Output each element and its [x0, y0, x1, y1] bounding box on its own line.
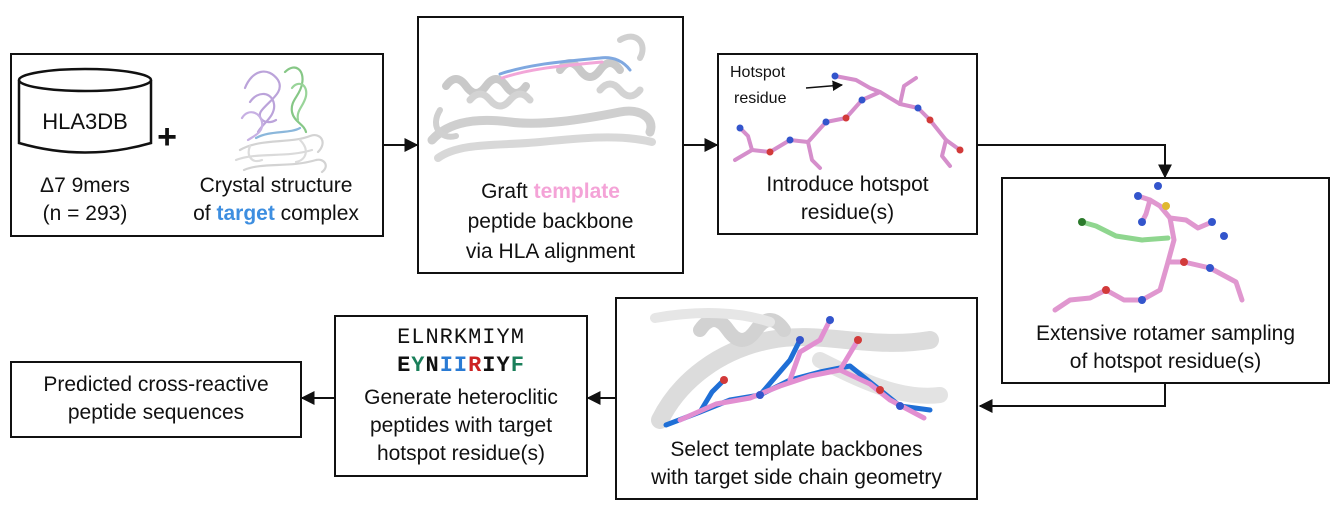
- output-line1: Predicted cross-reactive: [43, 373, 269, 396]
- crystal-caption-line2: of target complex: [176, 200, 376, 228]
- output-box: [10, 361, 302, 438]
- db-caption-line2: (n = 293): [42, 202, 128, 225]
- sequence-letter: I: [453, 353, 469, 378]
- arrow-box4-box5: [978, 384, 1166, 413]
- sequence-letter: F: [510, 353, 525, 378]
- sequence-letter: N: [425, 353, 440, 378]
- target-word: target: [216, 202, 275, 225]
- plus-sign: +: [157, 118, 177, 156]
- sequence-letter: I: [482, 353, 497, 378]
- generate-line2: peptides with target: [369, 414, 553, 437]
- hotspot-annotation-line1: Hotspot: [730, 64, 786, 81]
- sequence-letter: Y: [496, 353, 511, 378]
- crystal-caption-line1: Crystal structure: [199, 174, 353, 197]
- sequence-heteroclitic: EYNIIRIYF: [334, 352, 588, 380]
- generate-line1: Generate heteroclitic: [364, 386, 558, 409]
- hotspot-line1: Introduce hotspot: [766, 173, 929, 196]
- db-label: HLA3DB: [42, 109, 128, 134]
- select-line1: Select template backbones: [670, 438, 923, 461]
- graft-line2: peptide backbone: [467, 210, 634, 233]
- crystal-of: of: [193, 202, 217, 225]
- template-word: template: [533, 180, 620, 203]
- graft-line1: Graft template: [417, 178, 684, 206]
- arrow-box3-box4: [978, 144, 1172, 179]
- rotamer-line1: Extensive rotamer sampling: [1035, 322, 1296, 345]
- sequence-letter: I: [439, 353, 454, 378]
- select-line2: with target side chain geometry: [651, 466, 942, 489]
- sequence-letter: E: [397, 353, 412, 378]
- graft-prefix: Graft: [481, 180, 534, 203]
- crystal-complex: complex: [274, 202, 359, 225]
- rotamer-line2: of hotspot residue(s): [1069, 350, 1262, 373]
- hotspot-line2: residue(s): [800, 201, 895, 224]
- hotspot-box: [717, 53, 978, 235]
- generate-line3: hotspot residue(s): [376, 442, 546, 465]
- graft-line3: via HLA alignment: [465, 240, 636, 263]
- sequence-original: ELNRKMIYM: [397, 325, 525, 350]
- sequence-letter: Y: [411, 353, 426, 378]
- generate-box: [334, 315, 588, 477]
- output-line2: peptide sequences: [67, 401, 245, 424]
- db-caption-line1: Δ7 9mers: [40, 174, 130, 197]
- sequence-letter: R: [468, 353, 483, 378]
- hotspot-annotation-line2: residue: [734, 90, 787, 107]
